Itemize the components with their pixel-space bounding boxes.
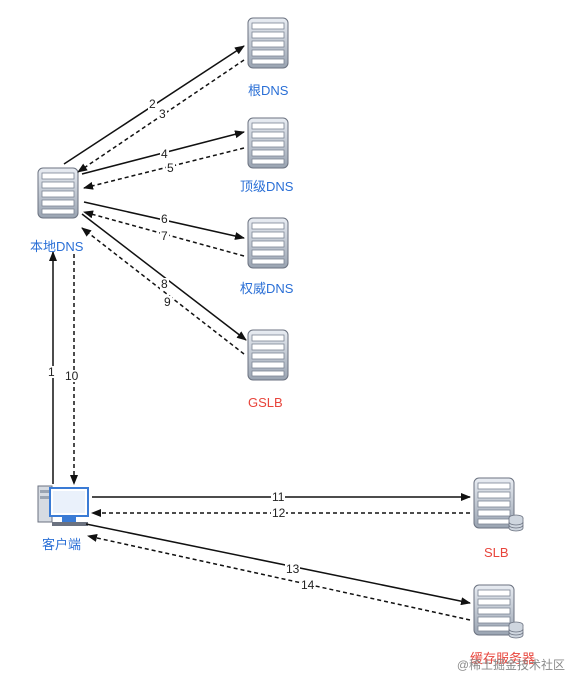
- step-label-14: 14: [300, 578, 316, 592]
- step-label-11: 11: [271, 490, 286, 504]
- step-label-13: 13: [285, 562, 301, 576]
- root-dns-server-icon: [247, 17, 289, 69]
- step-label-2: 2: [148, 97, 157, 111]
- step-label-3: 3: [158, 107, 167, 121]
- step-label-5: 5: [166, 161, 175, 175]
- watermark: @稀土掘金技术社区: [456, 658, 565, 672]
- arrow-14: [87, 534, 471, 621]
- slb-server-icon: [473, 477, 524, 532]
- step-label-10: 10: [64, 369, 80, 383]
- step-label-7: 7: [160, 229, 169, 243]
- root-dns-label: 根DNS: [248, 83, 289, 98]
- step-label-12: 12: [271, 506, 287, 520]
- slb-label: SLB: [484, 545, 509, 560]
- step-label-9: 9: [163, 295, 172, 309]
- cache-server-icon: [473, 584, 524, 639]
- tld-dns-server-icon: [247, 117, 289, 169]
- step-label-8: 8: [160, 277, 169, 291]
- arrow-9: [81, 227, 245, 355]
- local-dns-server-icon: [37, 167, 79, 219]
- auth-dns-label: 权威DNS: [240, 281, 294, 296]
- gslb-label: GSLB: [248, 395, 283, 410]
- arrow-8: [81, 213, 247, 341]
- local-dns-label: 本地DNS: [30, 239, 84, 254]
- step-label-1: 1: [47, 365, 56, 379]
- tld-dns-label: 顶级DNS: [240, 179, 294, 194]
- client-computer-icon: [37, 485, 89, 526]
- cache-server-label: 缓存服务器: [470, 651, 536, 666]
- client-label: 客户端: [42, 537, 82, 552]
- auth-dns-server-icon: [247, 217, 289, 269]
- gslb-server-icon: [247, 329, 289, 381]
- step-label-6: 6: [160, 212, 169, 226]
- step-label-4: 4: [160, 147, 169, 161]
- arrow-13: [85, 523, 471, 606]
